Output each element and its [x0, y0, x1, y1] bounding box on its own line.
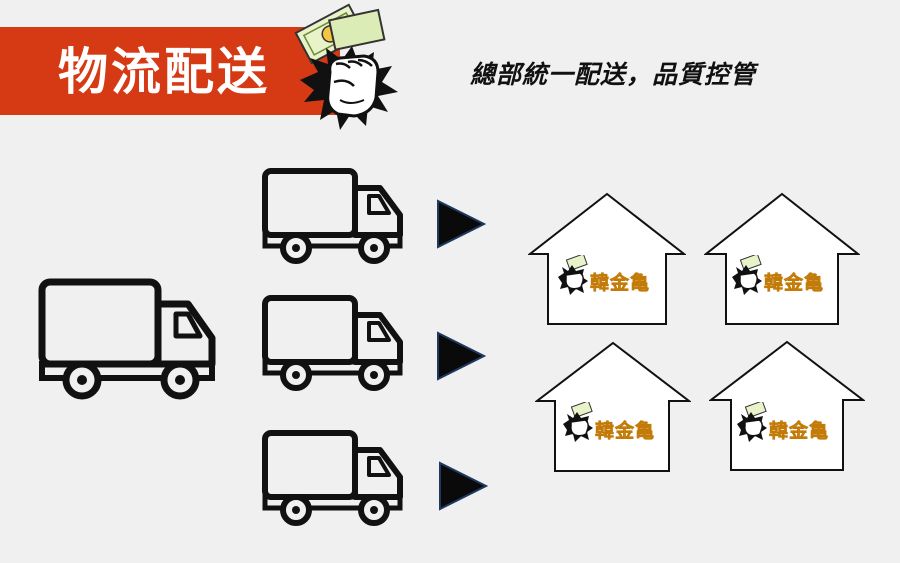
route-truck-icon-3: [262, 430, 403, 526]
play-arrow-icon-1: [437, 199, 486, 249]
mini-fist-logo-icon-1: [558, 255, 588, 295]
page-title: 物流配送: [58, 43, 270, 101]
route-truck-icon-1: [262, 168, 403, 264]
store-house-icon-2: [704, 192, 860, 325]
mini-fist-logo-icon-3: [563, 402, 593, 442]
source-truck-icon: [38, 278, 216, 400]
fist-holding-money-icon: [294, 3, 398, 130]
play-arrow-icon-2: [437, 331, 486, 381]
store-house-icon-3: [535, 341, 691, 472]
mini-fist-logo-icon-2: [732, 255, 762, 295]
store-house-icon-4: [709, 340, 865, 471]
play-arrow-icon-3: [439, 461, 488, 511]
store-brand-text-1: 韓金亀: [590, 272, 651, 295]
mini-fist-logo-icon-4: [737, 402, 767, 442]
store-house-icon-1: [528, 192, 686, 325]
store-brand-text-2: 韓金亀: [764, 272, 825, 295]
subtitle: 總部統一配送，品質控管: [470, 60, 757, 89]
route-truck-icon-2: [262, 295, 403, 391]
title-banner: [0, 27, 340, 115]
store-brand-text-3: 韓金亀: [595, 420, 656, 443]
store-brand-text-4: 韓金亀: [769, 420, 830, 443]
